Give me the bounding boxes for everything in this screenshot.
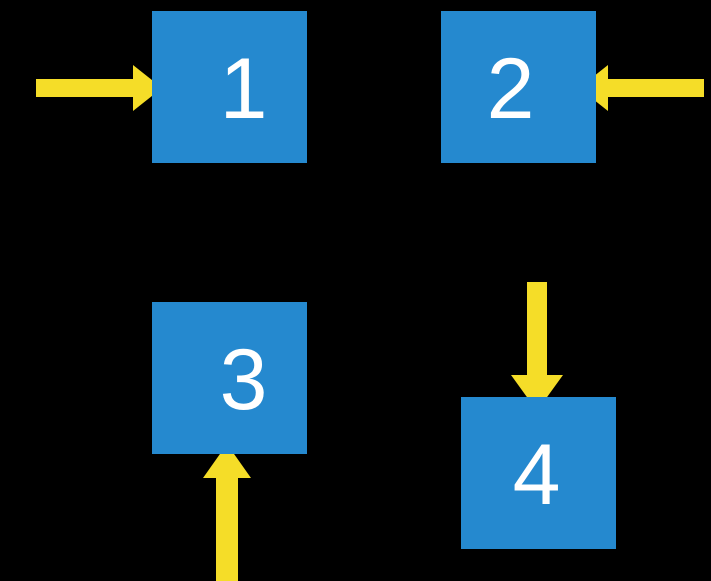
node-label-2: 2 — [486, 41, 535, 137]
arrow-left-icon — [579, 65, 704, 111]
arrow-right-icon — [36, 65, 162, 111]
arrow-down-icon — [511, 282, 563, 411]
node-label-1: 1 — [219, 41, 268, 137]
node-box-1[interactable]: 1 — [152, 11, 307, 163]
node-box-3[interactable]: 3 — [152, 302, 307, 454]
node-label-4: 4 — [512, 427, 561, 523]
node-label-3: 3 — [219, 332, 268, 428]
arrow-right-into-node-1 — [36, 63, 162, 113]
node-box-2[interactable]: 2 — [441, 11, 596, 163]
arrow-up-icon — [203, 444, 251, 581]
node-box-4[interactable]: 4 — [461, 397, 616, 549]
arrow-up-into-node-3 — [202, 444, 252, 581]
arrow-left-into-node-2 — [579, 63, 704, 113]
arrow-down-into-node-4 — [510, 282, 564, 411]
